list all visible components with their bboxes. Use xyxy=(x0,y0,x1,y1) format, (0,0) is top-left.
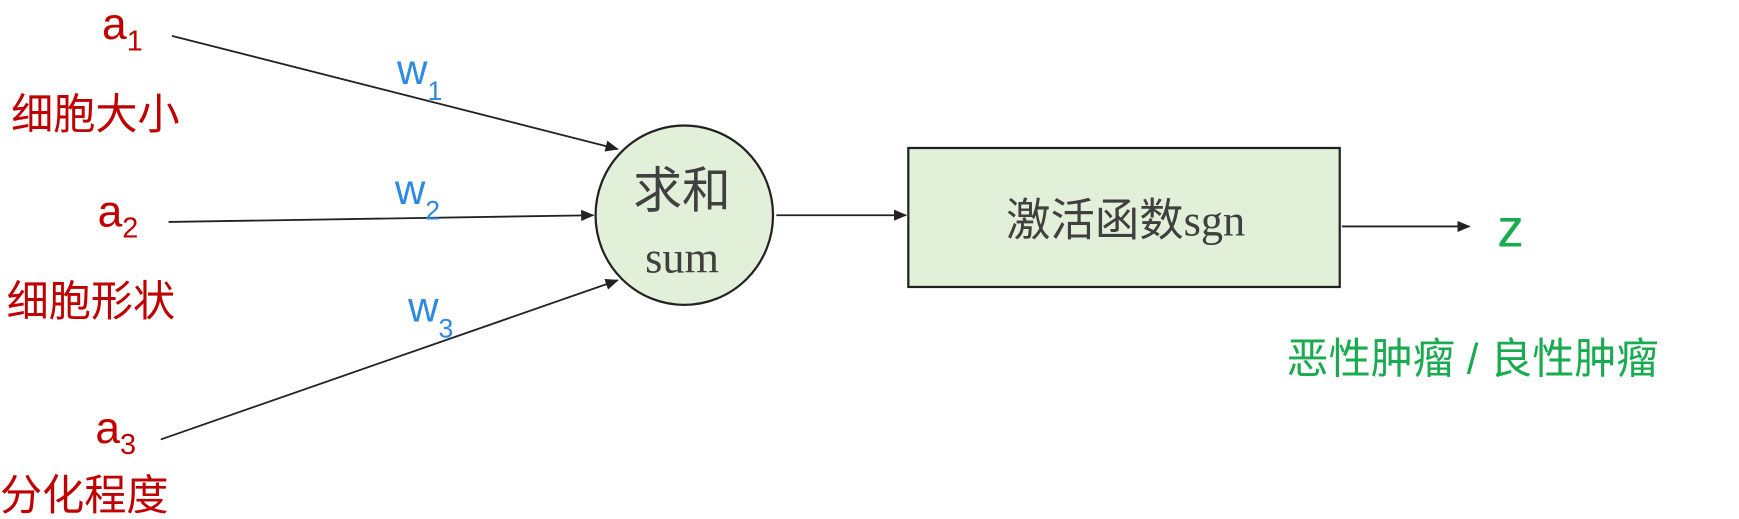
input-a2: a2 xyxy=(98,187,139,244)
weight-w2: w2 xyxy=(394,166,440,226)
sum-label-en: sum xyxy=(645,232,719,282)
edge-a2-sum xyxy=(168,209,595,223)
activation-node xyxy=(907,146,1341,289)
activation-label: 激活函数sgn xyxy=(1006,195,1245,245)
input-a1-label: 细胞大小 xyxy=(11,91,180,138)
input-a2-label: 细胞形状 xyxy=(7,278,176,325)
input-a3-label: 分化程度 xyxy=(0,472,169,519)
weight-w1: w1 xyxy=(396,46,442,106)
edge-a3-sum xyxy=(160,278,619,441)
output-z: z xyxy=(1497,199,1524,258)
input-a1: a1 xyxy=(102,0,143,57)
edge-a1-sum xyxy=(171,35,619,152)
input-a3: a3 xyxy=(95,404,136,461)
weight-w3: w3 xyxy=(407,284,453,344)
sum-label-cn: 求和 xyxy=(633,163,731,218)
sum-node xyxy=(594,124,775,307)
output-label: 恶性肿瘤 / 良性肿瘤 xyxy=(1287,335,1659,382)
